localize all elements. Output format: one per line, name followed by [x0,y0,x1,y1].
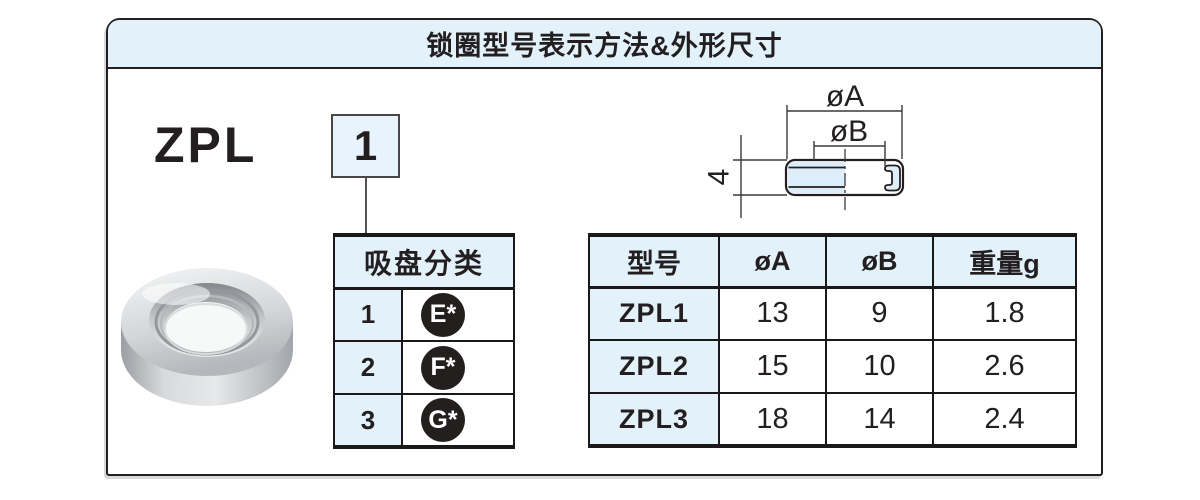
dim-label-b: øB [830,115,868,148]
spec-header-row: 型号 øA øB 重量g [588,233,1077,289]
spec-table: 型号 øA øB 重量g ZPL1 13 9 1.8 ZPL2 15 10 2.… [588,233,1077,448]
class-index: 3 [333,393,403,449]
spec-dia-a: 18 [718,392,827,448]
connector-line [365,178,367,235]
spec-weight: 2.6 [932,339,1077,394]
suction-cup-badge-icon: E* [421,292,465,337]
page-title-bar: 锁圈型号表示方法&外形尺寸 [108,20,1101,69]
spec-model: ZPL1 [588,286,720,341]
model-prefix: ZPL [154,117,258,173]
class-badge-cell: E* [401,287,515,342]
page-frame: 锁圈型号表示方法&外形尺寸 ZPL 1 吸盘分类 1 E* 2 F* [106,18,1103,476]
model-digit-box: 1 [331,114,400,178]
model-digit: 1 [353,122,378,169]
classification-header-row: 吸盘分类 [333,233,515,290]
spec-weight: 1.8 [932,286,1077,341]
spec-dia-b: 9 [825,286,934,341]
spec-model: ZPL2 [588,339,720,394]
spec-dia-a: 15 [718,339,827,394]
suction-cup-badge-icon: G* [421,398,465,442]
class-badge-cell: G* [401,393,515,449]
classification-header: 吸盘分类 [333,233,515,290]
spec-row: ZPL2 15 10 2.6 [588,339,1077,394]
highlight [142,283,210,305]
class-badge-cell: F* [401,340,515,395]
snap-notch [884,164,901,192]
classification-row: 3 G* [333,393,515,449]
classification-row: 1 E* [333,287,515,342]
spec-dia-a: 13 [718,286,827,341]
page-title: 锁圈型号表示方法&外形尺寸 [426,31,783,61]
spec-dia-b: 14 [825,392,934,448]
spec-header-dia-b: øB [825,233,934,289]
spec-row: ZPL1 13 9 1.8 [588,286,1077,341]
spec-header-model: 型号 [588,233,720,289]
suction-cup-badge-icon: F* [421,345,465,390]
classification-table: 吸盘分类 1 E* 2 F* 3 G* [333,233,515,449]
class-index: 1 [333,287,403,342]
spec-weight: 2.4 [932,392,1077,448]
spec-dia-b: 10 [825,339,934,394]
spec-header-weight: 重量g [932,233,1077,289]
dim-label-a: øA [826,80,864,113]
lock-ring-photo [121,268,293,406]
section-fill [788,162,845,193]
spec-row: ZPL3 18 14 2.4 [588,392,1077,448]
ring-hole [165,302,247,352]
class-index: 2 [333,340,403,395]
classification-row: 2 F* [333,340,515,395]
dim-label-thickness: 4 [703,169,736,186]
dimension-drawing: øA øB 4 [703,80,905,218]
spec-header-dia-a: øA [718,233,827,289]
hole-rim [164,303,248,355]
spec-model: ZPL3 [588,392,720,448]
